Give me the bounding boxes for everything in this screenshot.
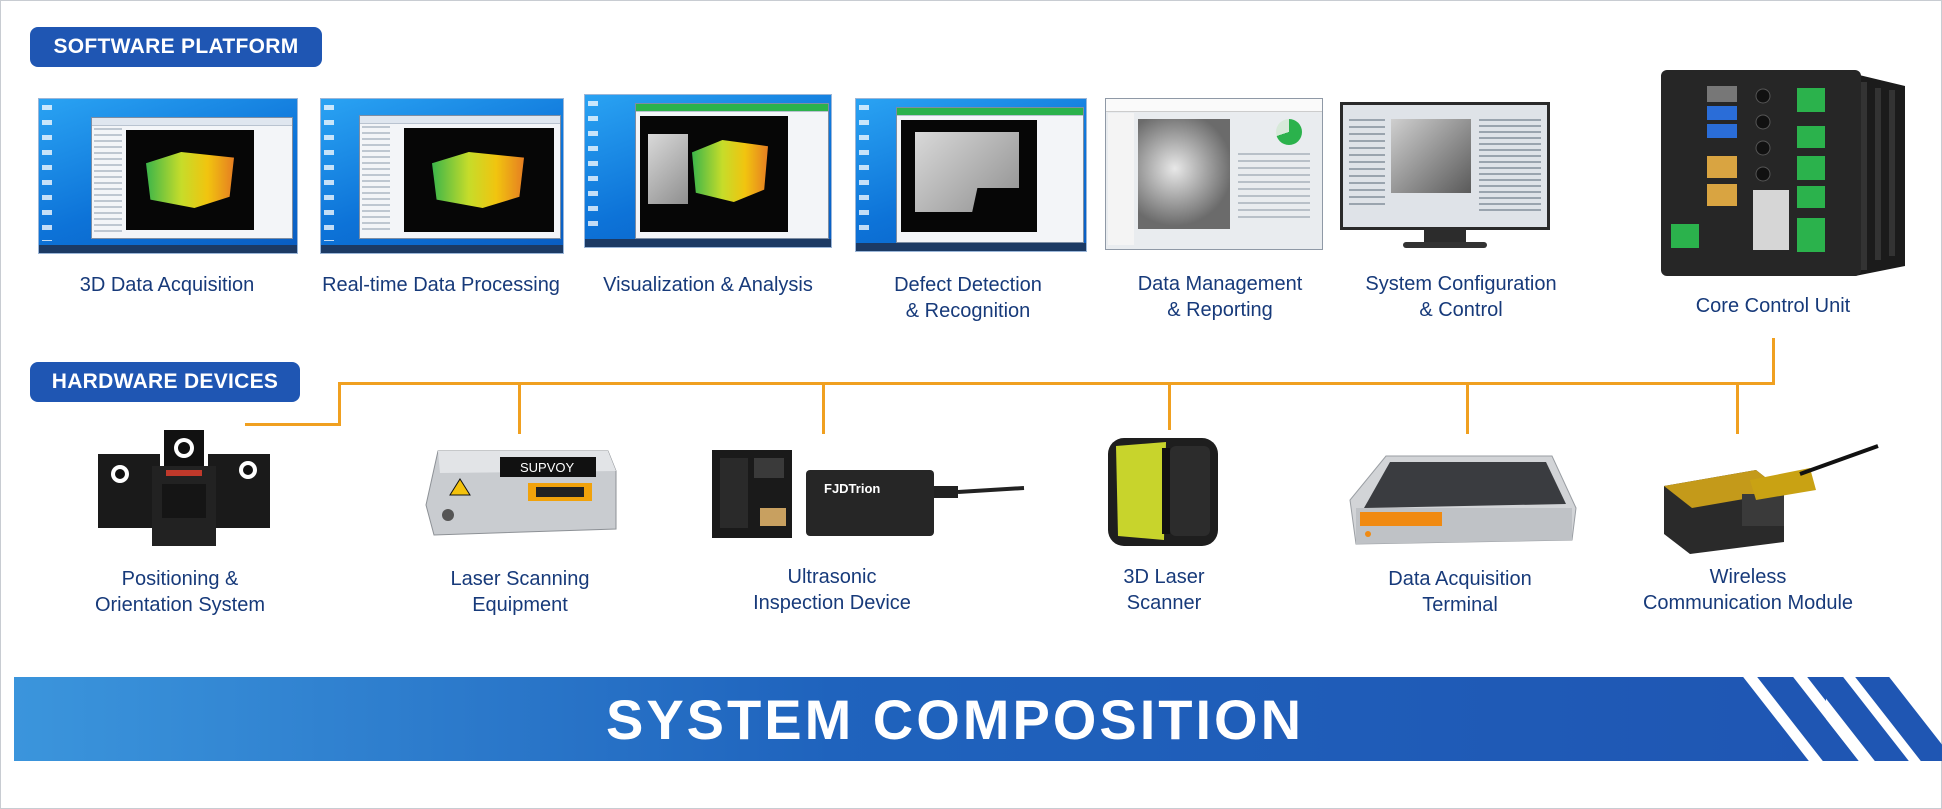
- screenshot-3d-data-acquisition: [38, 98, 298, 254]
- connector-left-stub: [245, 423, 341, 426]
- screenshot-realtime-processing: [320, 98, 564, 254]
- wireless-module-image: [1664, 444, 1879, 554]
- caption-positioning-system: Positioning &Orientation System: [94, 568, 266, 616]
- connector-core-vertical: [1772, 338, 1775, 384]
- connector-drop-daq: [1466, 382, 1469, 434]
- caption-realtime-processing: Real-time Data Processing: [322, 274, 560, 296]
- laser-brand-text: SUPVOY: [520, 460, 575, 475]
- 3d-laser-scanner-image: [1108, 438, 1218, 546]
- connector-horizontal-main: [340, 382, 1775, 385]
- caption-defect-detection: Defect Detection& Recognition: [894, 274, 1042, 322]
- caption-system-configuration: System Configuration& Control: [1365, 273, 1557, 321]
- core-control-unit-image: [1661, 70, 1905, 276]
- system-composition-banner: [14, 677, 1826, 761]
- software-platform-badge: SOFTWARE PLATFORM: [30, 27, 322, 67]
- banner-title: SYSTEM COMPOSITION: [0, 677, 1910, 761]
- caption-3d-data-acquisition: 3D Data Acquisition: [79, 274, 255, 296]
- hardware-devices-badge: HARDWARE DEVICES: [30, 362, 300, 402]
- ultrasonic-brand-text: FJDTrion: [824, 481, 880, 496]
- screenshot-system-configuration: [1340, 102, 1550, 248]
- laser-scanning-equipment-image: SUPVOY: [425, 450, 617, 536]
- connector-drop-laser: [518, 382, 521, 434]
- data-acquisition-terminal-image: [1349, 455, 1577, 545]
- caption-visualization: Visualization & Analysis: [603, 274, 813, 296]
- banner-title-text: SYSTEM COMPOSITION: [605, 687, 1305, 751]
- screenshot-visualization: [584, 94, 832, 248]
- connector-drop-wireless: [1736, 382, 1739, 434]
- screenshot-data-management: [1105, 98, 1323, 250]
- connector-drop-3d-scanner: [1168, 382, 1171, 430]
- connector-left-drop: [338, 382, 341, 426]
- screenshot-defect-detection: [855, 98, 1087, 252]
- caption-core-control-unit: Core Control Unit: [1695, 295, 1851, 317]
- positioning-system-image: [98, 430, 270, 546]
- connector-drop-ultrasonic: [822, 382, 825, 434]
- ultrasonic-device-image: FJDTrion: [712, 450, 1025, 538]
- caption-data-management: Data Management& Reporting: [1137, 273, 1303, 321]
